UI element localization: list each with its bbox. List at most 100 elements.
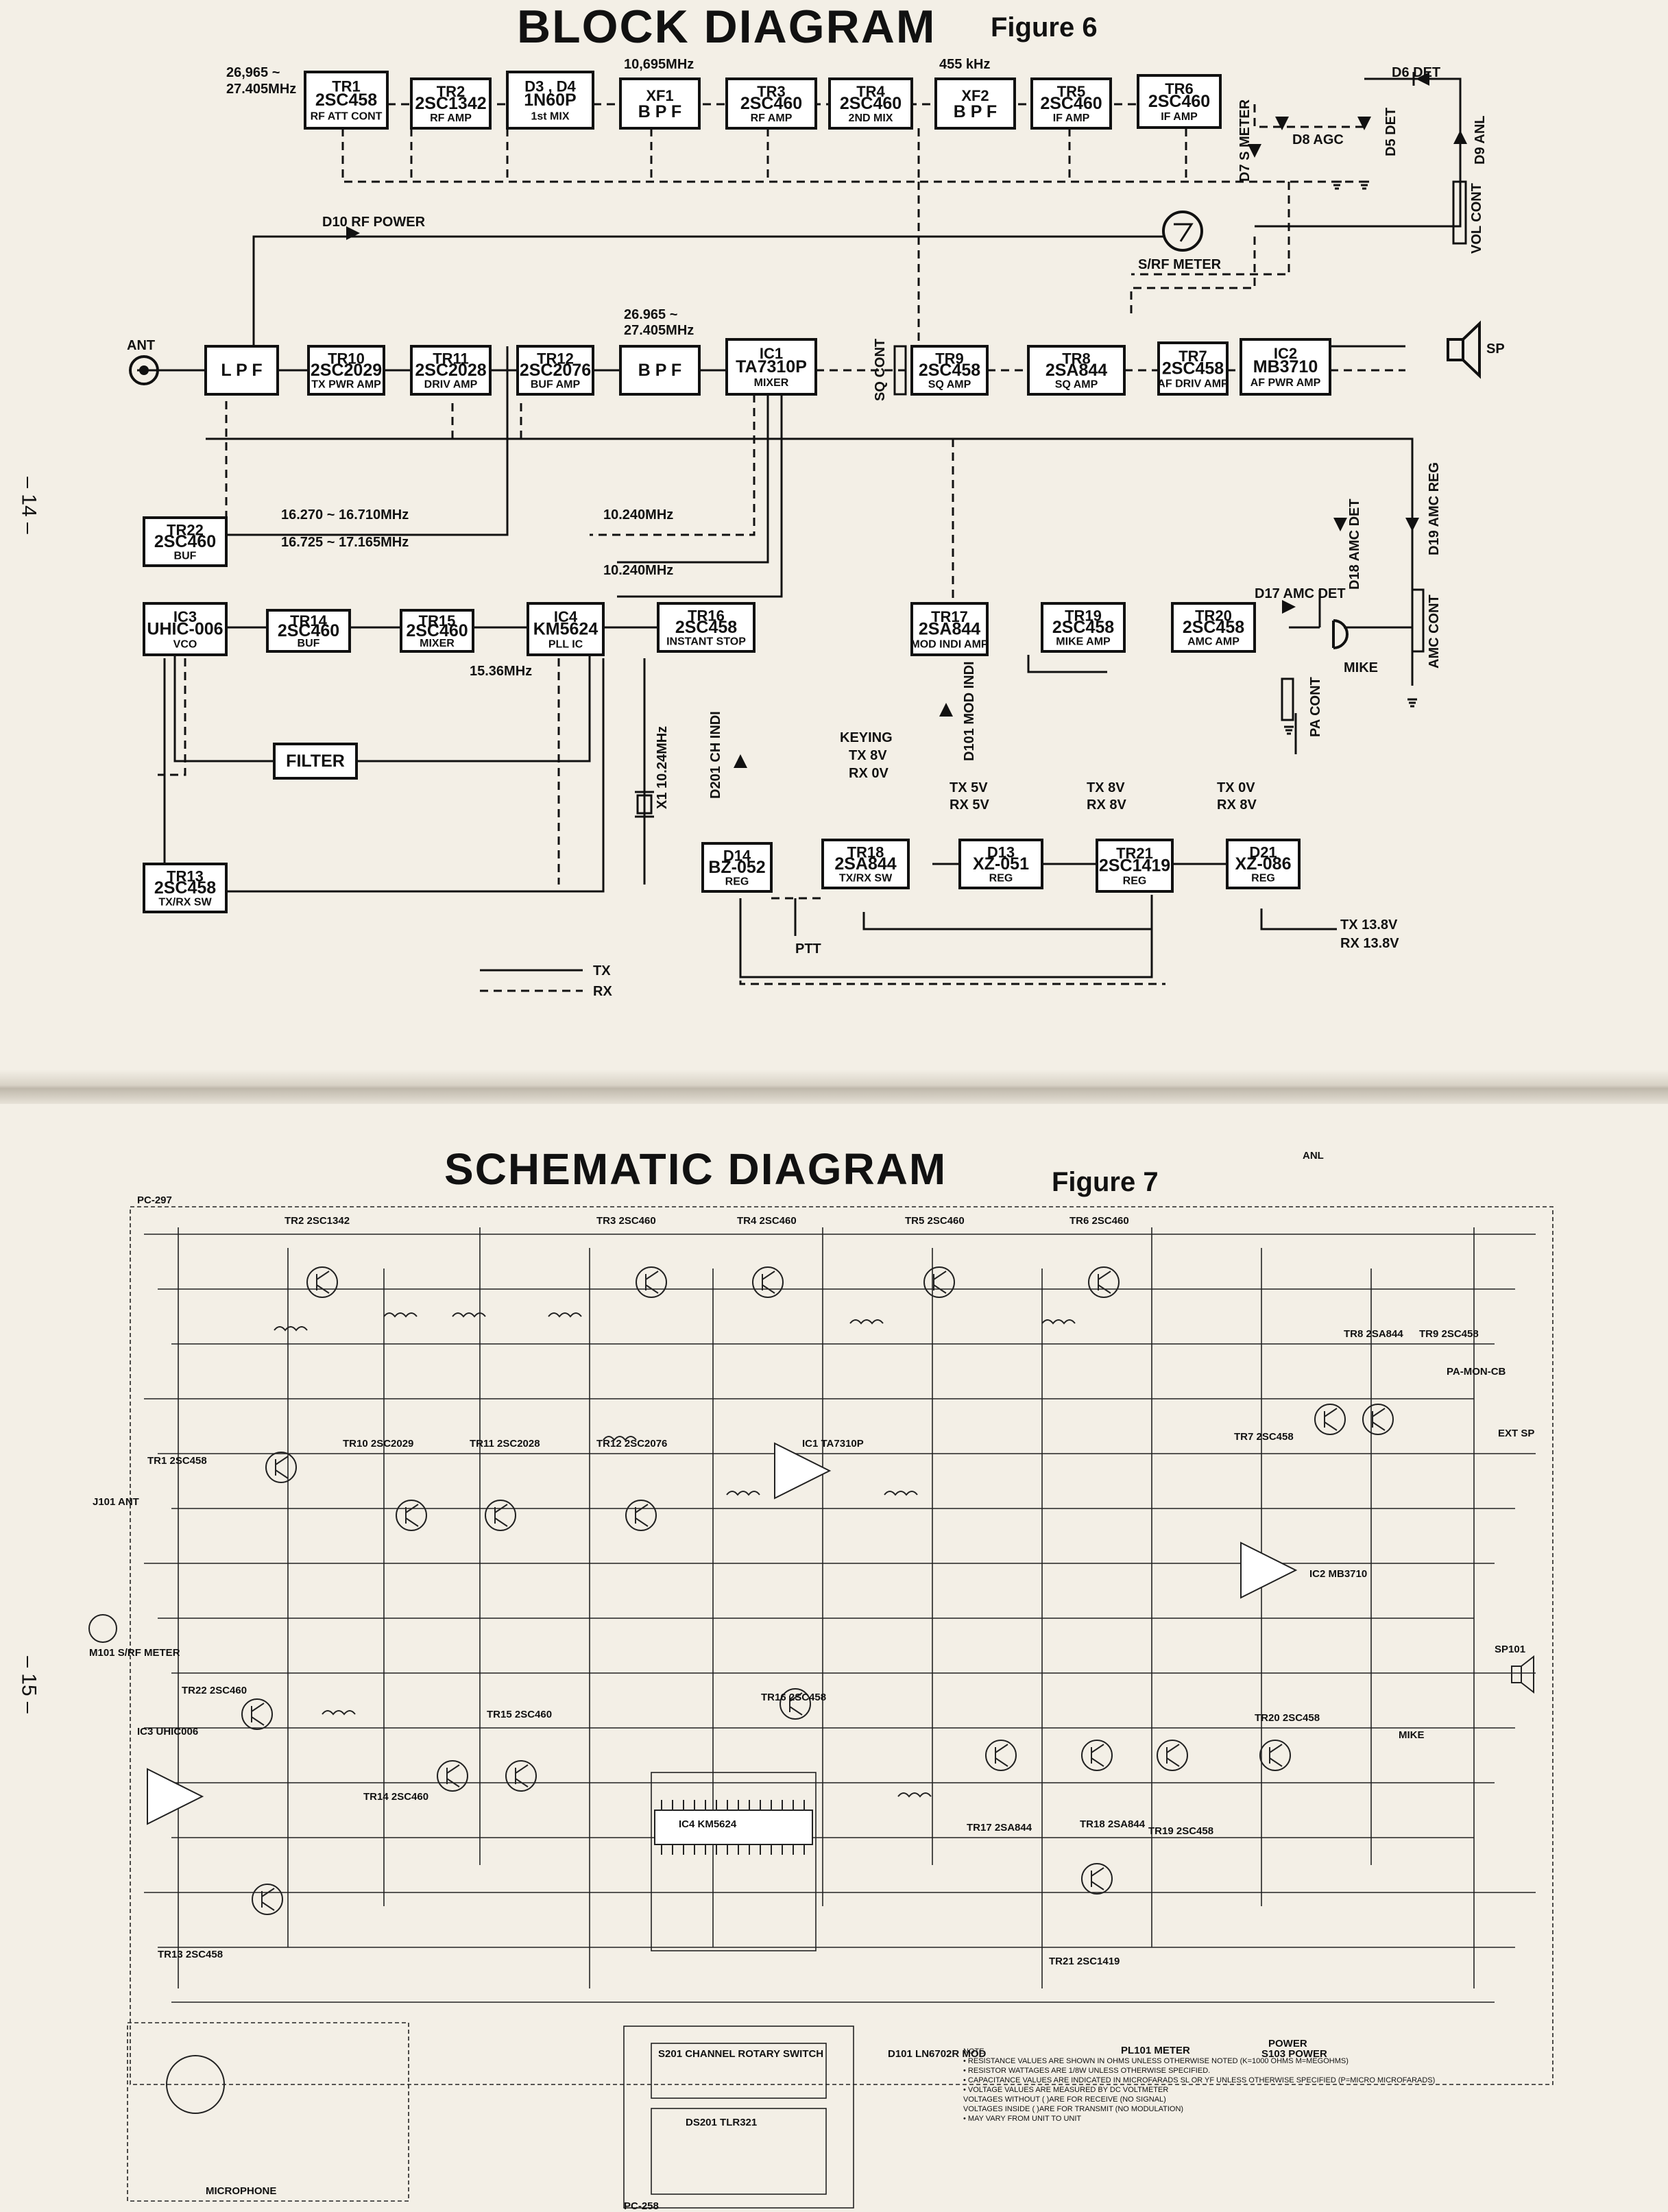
block-d21-part: XZ-086 <box>1235 854 1292 874</box>
transistor-symbol <box>1081 1863 1113 1895</box>
block-tr5-part: 2SC460 <box>1040 94 1102 113</box>
block-tr13-box <box>143 863 228 913</box>
schematic-label-power: POWER <box>1268 2038 1307 2049</box>
block-d21-name: D21 <box>1249 844 1277 861</box>
schematic-wiring <box>88 1206 1554 2209</box>
ic4-chip <box>654 1810 813 1845</box>
block-tr21-function: REG <box>1123 875 1147 887</box>
schematic-note-line: • RESISTANCE VALUES ARE SHOWN IN OHMS UN… <box>963 2057 1349 2065</box>
schematic-label-mic: MICROPHONE <box>206 2185 276 2197</box>
block-ic4-name: IC4 <box>554 608 578 625</box>
block-xf2-name: XF2 <box>961 87 989 104</box>
block-lpf: L P F <box>204 345 279 396</box>
block-tr18-part: 2SA844 <box>834 854 896 874</box>
block-tr13-name: TR13 <box>167 868 204 885</box>
label-xtal: X1 10.24MHz <box>655 726 670 809</box>
block-tr15-function: MIXER <box>420 638 455 649</box>
label-rx8b: RX 8V <box>1217 797 1257 813</box>
transistor-symbol <box>265 1452 297 1483</box>
block-tr22-function: BUF <box>174 551 197 562</box>
schematic-label-meter: M101 S/RF METER <box>89 1647 180 1659</box>
block-tr17-name: TR17 <box>931 608 968 625</box>
transistor-symbol <box>636 1266 667 1298</box>
block-tr22-name: TR22 <box>167 522 204 539</box>
block-tr4-function: 2ND MIX <box>849 112 893 124</box>
coil-symbol <box>452 1312 486 1318</box>
schematic-label-tr9: TR9 2SC458 <box>1419 1328 1479 1340</box>
coil-symbol <box>274 1326 308 1332</box>
label-ref-2: 10.240MHz <box>603 563 673 578</box>
coil-symbol <box>383 1312 418 1318</box>
schematic-label-tr19: TR19 2SC458 <box>1148 1825 1213 1837</box>
block-tr7-function: AF DRIV AMP <box>1157 378 1229 389</box>
block-tr1-box <box>304 71 389 130</box>
label-ptt: PTT <box>795 941 821 957</box>
block-diagram-wires <box>137 77 1462 992</box>
block-tr14-part: 2SC460 <box>278 621 339 640</box>
transistor-symbol <box>252 1884 283 1915</box>
schematic-label-s103: S103 POWER <box>1261 2048 1327 2060</box>
transistor-symbol <box>396 1500 427 1531</box>
label-d8-agc: D8 AGC <box>1292 132 1344 147</box>
block-xf2-box <box>934 77 1016 130</box>
ic-amplifier-symbol <box>774 1442 832 1500</box>
block-tr18-function: TX/RX SW <box>839 873 893 885</box>
block-tr1-function: RF ATT CONT <box>311 111 383 123</box>
block-tr9-box <box>910 345 989 396</box>
transistor-symbol <box>985 1740 1017 1771</box>
transistor-symbol <box>1157 1740 1188 1771</box>
transistor-symbol <box>1259 1740 1291 1771</box>
block-tr11-function: DRIV AMP <box>424 379 478 391</box>
schematic-label-anl: ANL <box>1303 1150 1324 1162</box>
schematic-note-line: • MAY VARY FROM UNIT TO UNIT <box>963 2115 1081 2123</box>
label-d9-anl: D9 ANL <box>1473 116 1488 165</box>
block-tr22-part: 2SC460 <box>154 532 216 551</box>
block-ic1-part: TA7310P <box>736 357 807 376</box>
block-tr21-part: 2SC1419 <box>1099 856 1170 876</box>
label-ref-1: 10.240MHz <box>603 507 673 522</box>
s-rf-meter-icon <box>88 1614 117 1643</box>
transistor-symbol <box>1088 1266 1120 1298</box>
block-bpf-part: B P F <box>638 361 681 380</box>
block-tr6-function: IF AMP <box>1161 111 1198 123</box>
schematic-label-tr16: TR16 2SC458 <box>761 1692 826 1703</box>
transistor-symbol <box>485 1500 516 1531</box>
transistor-symbol <box>752 1266 784 1298</box>
block-tr2-box <box>410 77 492 130</box>
label-tx138: TX 13.8V <box>1340 917 1398 933</box>
block-tr8-part: 2SA844 <box>1045 361 1107 380</box>
block-ic1-function: MIXER <box>754 377 789 389</box>
schematic-label-pc258: PC-258 <box>624 2200 659 2212</box>
block-tr14-name: TR14 <box>290 612 328 629</box>
speaker-icon <box>1447 320 1481 379</box>
block-tr16-name: TR16 <box>688 608 725 625</box>
schematic-notes: NOTE• RESISTANCE VALUES ARE SHOWN IN OHM… <box>963 2047 1435 2123</box>
coil-symbol <box>322 1710 356 1716</box>
label-d19: D19 AMC REG <box>1427 462 1442 555</box>
block-d3d4-part: 1N60P <box>524 91 576 110</box>
block-diagram-figure-label: Figure 6 <box>991 12 1098 43</box>
block-tr17-part: 2SA844 <box>919 620 980 639</box>
antenna-icon <box>129 355 159 385</box>
block-xf1-part: B P F <box>638 102 681 121</box>
block-d14-box <box>701 842 773 893</box>
block-tr6-box <box>1137 74 1222 129</box>
block-tr19-function: MIKE AMP <box>1056 636 1111 648</box>
block-tr20-box <box>1171 602 1256 653</box>
schematic-label-ic2: IC2 MB3710 <box>1309 1568 1367 1580</box>
block-tr12-function: BUF AMP <box>531 379 581 391</box>
label-d5: D5 DET <box>1383 108 1399 156</box>
block-tr13-part: 2SC458 <box>154 878 216 898</box>
label-d10: D10 RF POWER <box>322 215 426 230</box>
label-freq-in-2: 27.405MHz <box>226 82 296 97</box>
block-tr21-box <box>1096 839 1174 893</box>
